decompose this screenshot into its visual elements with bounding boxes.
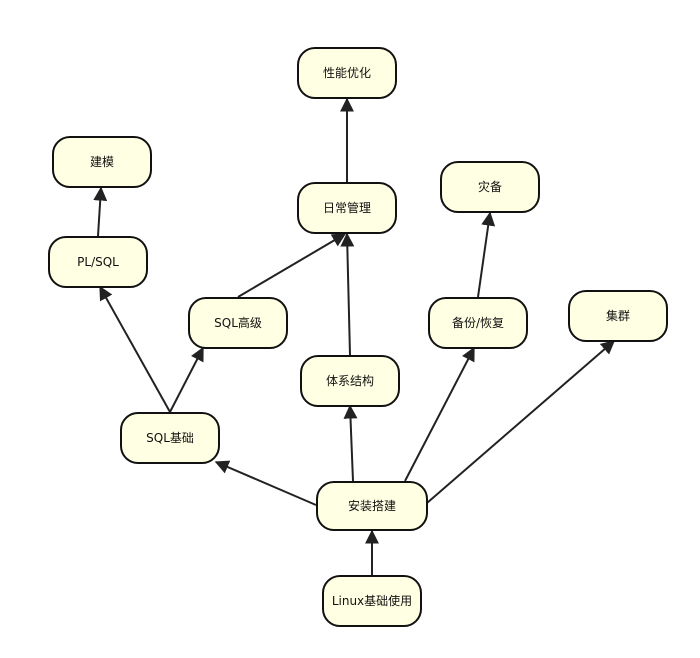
node-disaster-recovery: 灾备: [440, 161, 540, 213]
node-cluster: 集群: [568, 290, 668, 342]
edge-architecture-to-dailymgmt: [340, 232, 355, 356]
node-sql-advanced: SQL高级: [188, 297, 288, 349]
node-linux-basics: Linux基础使用: [322, 575, 422, 627]
node-performance-tuning-label: 性能优化: [322, 65, 371, 80]
edge-install-to-sqlbasics: [214, 460, 317, 506]
edge-sqladvanced-to-dailymgmt: [237, 233, 347, 298]
node-architecture: 体系结构: [300, 355, 400, 407]
edge-sqlbasics-to-plsql: [99, 285, 171, 413]
node-install-setup-label: 安装搭建: [347, 498, 396, 513]
edge-install-to-architecture: [343, 404, 358, 482]
edge-install-to-cluster: [426, 340, 616, 504]
node-disaster-recovery-label: 灾备: [477, 179, 502, 194]
node-install-setup: 安装搭建: [316, 481, 428, 531]
node-plsql: PL/SQL: [48, 236, 148, 288]
edge-backup-to-dr: [477, 211, 496, 298]
edge-plsql-to-modeling: [93, 186, 108, 237]
node-backup-restore: 备份/恢复: [428, 297, 528, 349]
node-architecture-label: 体系结构: [325, 373, 374, 388]
node-plsql-label: PL/SQL: [77, 254, 119, 269]
node-backup-restore-label: 备份/恢复: [451, 315, 505, 330]
node-sql-basics: SQL基础: [120, 412, 220, 464]
node-daily-management: 日常管理: [297, 182, 397, 234]
node-daily-management-label: 日常管理: [322, 200, 371, 215]
node-linux-basics-label: Linux基础使用: [331, 593, 413, 608]
node-sql-advanced-label: SQL高级: [214, 315, 262, 330]
node-modeling: 建模: [52, 136, 152, 188]
edge-sqlbasics-to-sqladvanced: [169, 346, 204, 413]
node-performance-tuning: 性能优化: [297, 47, 397, 99]
node-modeling-label: 建模: [89, 154, 114, 169]
edge-install-to-backup: [404, 346, 475, 482]
node-sql-basics-label: SQL基础: [146, 430, 194, 445]
node-cluster-label: 集群: [605, 308, 630, 323]
